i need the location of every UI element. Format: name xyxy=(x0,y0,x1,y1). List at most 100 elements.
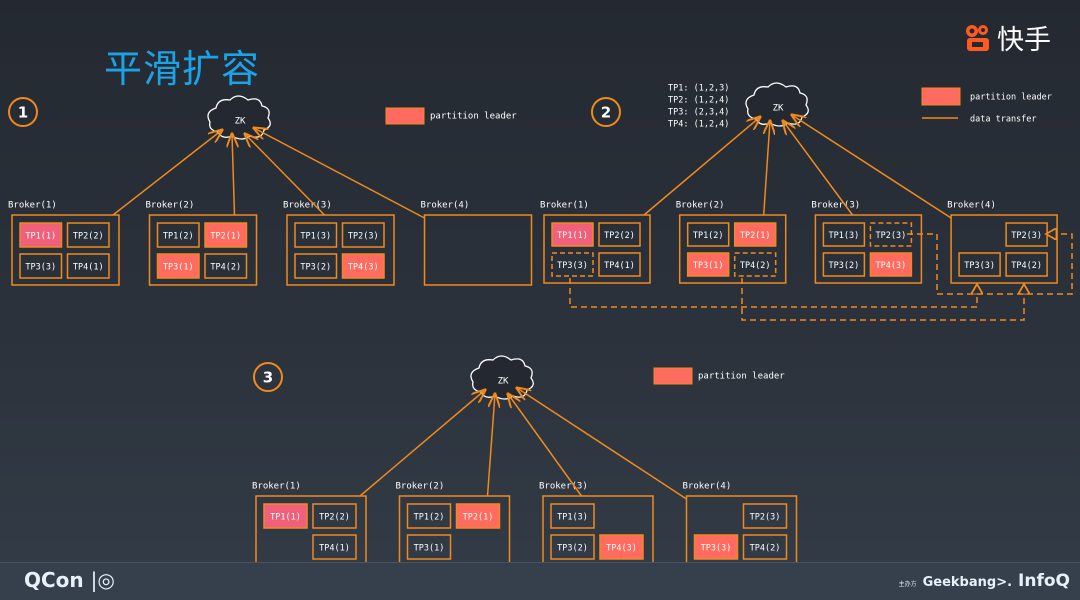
partition-leader xyxy=(263,503,308,529)
partition-label: TP3(2) xyxy=(829,261,860,271)
partition-label: TP4(2) xyxy=(740,261,771,271)
partition-leader xyxy=(455,503,501,529)
partition-replica xyxy=(312,503,357,529)
partition-replica xyxy=(66,253,110,279)
partition-replica xyxy=(598,252,641,277)
broker-box xyxy=(543,214,651,284)
partition-label: TP3(2) xyxy=(557,544,588,554)
partition-label: TP4(2) xyxy=(1011,261,1042,271)
partition-label: TP1(2) xyxy=(163,232,194,242)
broker-box xyxy=(148,214,258,286)
partition-replica xyxy=(66,222,110,248)
partition-replica xyxy=(550,534,595,560)
step-circle xyxy=(591,97,621,127)
broker-label: Broker(4) xyxy=(683,482,732,492)
zk-connection-arrow xyxy=(792,115,952,219)
legend-leader-swatch xyxy=(653,367,693,385)
broker-box xyxy=(11,214,120,286)
partition-label: TP3(1) xyxy=(414,544,445,554)
partition-leader xyxy=(341,253,385,279)
partition-replica-moving xyxy=(551,252,594,277)
legend-leader-swatch xyxy=(385,107,425,125)
zk-connection-arrow xyxy=(232,134,235,216)
step-circle xyxy=(253,362,283,392)
partition-label: TP3(1) xyxy=(163,263,194,273)
slide-title: 平滑扩容 xyxy=(104,47,261,91)
zk-label: ZK xyxy=(235,117,246,127)
partition-replica xyxy=(1005,252,1048,277)
partition-label: TP2(1) xyxy=(463,513,494,523)
partition-replica xyxy=(598,222,641,247)
partition-leader xyxy=(869,252,913,277)
partition-label: TP2(1) xyxy=(210,232,241,242)
partition-leader xyxy=(599,534,644,560)
partition-replica xyxy=(822,252,866,277)
broker-label: Broker(4) xyxy=(421,201,470,211)
sponsor-logos: 主办方 Geekbang>. InfoQ xyxy=(899,571,1070,591)
transfer-path-tp3 xyxy=(569,278,977,308)
kuaishou-icon xyxy=(966,24,989,51)
partition-leader xyxy=(19,222,63,248)
partition-replica-moving xyxy=(733,252,777,277)
partition-replica xyxy=(686,222,730,247)
partition-label: TP1(3) xyxy=(300,232,331,242)
partition-label: TP4(1) xyxy=(604,261,635,271)
partition-label: TP4(1) xyxy=(319,544,350,554)
partition-replica xyxy=(406,503,452,529)
infoq-logo: InfoQ xyxy=(1018,571,1070,591)
transfer-path-tp2 xyxy=(907,234,1073,295)
partition-label: TP3(3) xyxy=(964,261,995,271)
legend-leader-label: partition leader xyxy=(430,112,517,122)
legend-leader-label: partition leader xyxy=(698,372,785,382)
broker-label: Broker(2) xyxy=(676,201,725,211)
brand-name: 快手 xyxy=(997,25,1051,56)
partition-label: TP2(3) xyxy=(876,231,907,241)
zk-connection-arrow xyxy=(254,128,425,219)
broker-box xyxy=(286,214,395,286)
zk-label: ZK xyxy=(498,377,509,387)
partition-replica xyxy=(294,253,338,279)
partition-leader xyxy=(686,252,730,277)
partition-leader xyxy=(551,222,594,247)
partition-label: TP1(1) xyxy=(270,513,301,523)
step-number: 1 xyxy=(18,104,28,122)
qcon-text: QCon xyxy=(24,568,84,592)
broker-label: Broker(2) xyxy=(146,201,195,211)
partition-replica xyxy=(156,222,200,248)
partition-replica xyxy=(958,252,1001,277)
zk-connection-arrow xyxy=(762,121,770,216)
replica-assignment: TP3: (2,3,4) xyxy=(668,108,729,118)
partition-label: TP4(3) xyxy=(876,261,907,271)
broker-label: Broker(4) xyxy=(947,201,996,211)
partition-replica xyxy=(822,222,866,247)
partition-replica xyxy=(294,222,338,248)
partition-label: TP3(2) xyxy=(300,263,331,273)
partition-label: TP4(1) xyxy=(73,263,104,273)
zk-connection-arrow xyxy=(508,394,583,497)
zk-connection-arrow xyxy=(359,390,485,497)
zk-connection-arrow xyxy=(245,134,325,216)
partition-label: TP2(3) xyxy=(348,232,379,242)
broker-box xyxy=(423,214,533,286)
partition-label: TP2(2) xyxy=(604,231,635,241)
partition-label: TP2(1) xyxy=(740,231,771,241)
broker-label: Broker(3) xyxy=(811,201,860,211)
partition-replica xyxy=(19,253,63,279)
broker-label: Broker(1) xyxy=(8,201,57,211)
partition-replica xyxy=(406,534,452,560)
kuaishou-logo: 快手 xyxy=(963,18,1051,57)
partition-label: TP2(2) xyxy=(73,232,104,242)
partition-replica xyxy=(742,503,788,529)
partition-leader xyxy=(204,222,248,248)
partition-label: TP1(2) xyxy=(414,513,445,523)
partition-leader xyxy=(693,534,739,560)
broker-box xyxy=(950,214,1058,284)
partition-replica xyxy=(550,503,595,529)
step-number: 3 xyxy=(263,369,273,387)
broker-label: Broker(1) xyxy=(252,482,301,492)
partition-label: TP4(3) xyxy=(606,544,637,554)
zk-connection-arrow xyxy=(517,388,687,500)
partition-label: TP2(2) xyxy=(319,513,350,523)
partition-label: TP1(1) xyxy=(25,232,56,242)
